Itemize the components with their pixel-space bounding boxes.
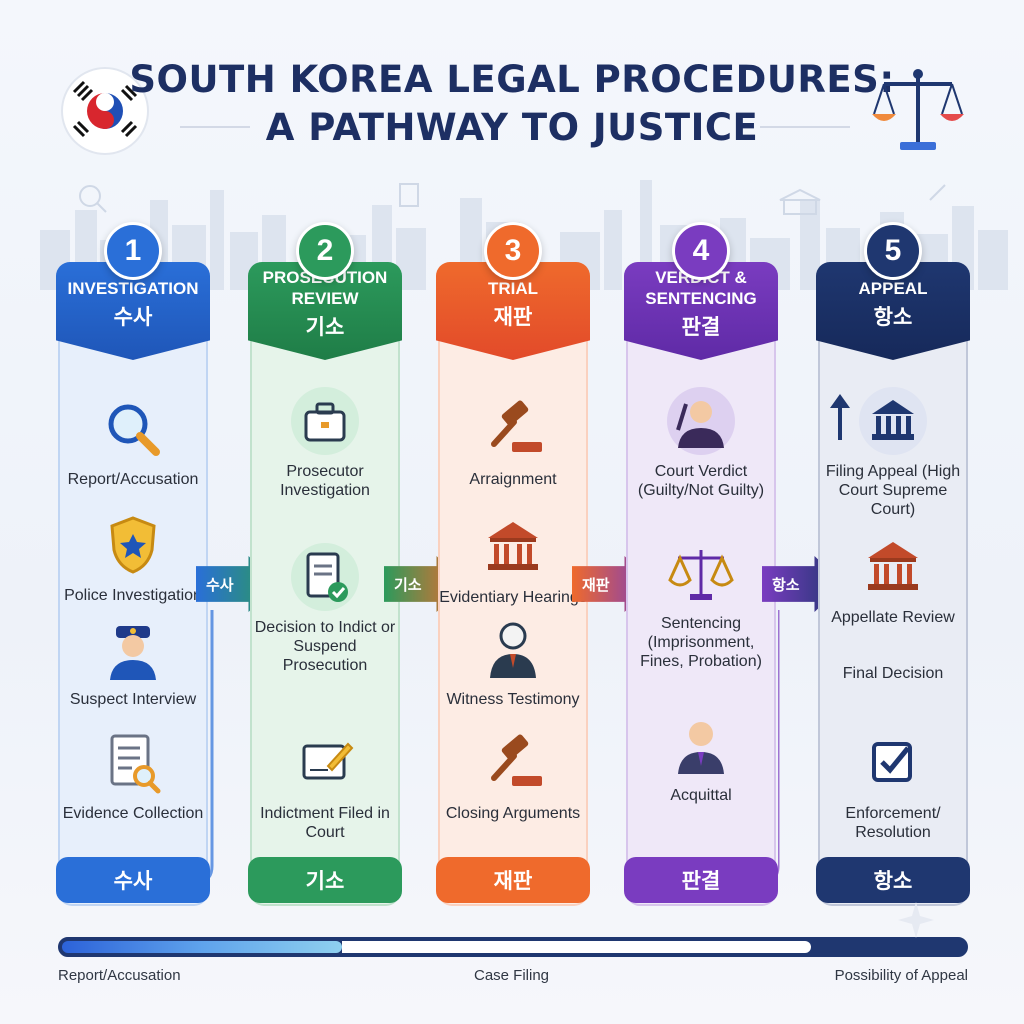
stage-2-footer-button[interactable]: 기소 — [248, 857, 402, 903]
stage-2-number-badge: 2 — [296, 222, 354, 280]
stage-5-step-2: Appellate Review — [818, 530, 968, 627]
stage-4-step-3: Acquittal — [626, 708, 776, 805]
courthouse-icon — [488, 522, 538, 570]
stage-4-connector-line — [778, 610, 780, 884]
stage-4-step-1: Court Verdict (Guilty/Not Guilty) — [626, 384, 776, 500]
scales-of-justice-icon — [872, 69, 964, 150]
stage-4-step-3-label: Acquittal — [670, 787, 732, 804]
stage-5-footer-button[interactable]: 항소 — [816, 857, 970, 903]
stage-1-title-ko: 수사 — [113, 305, 153, 329]
scales-icon — [668, 550, 734, 600]
witness-person-icon — [490, 622, 536, 678]
judge-icon — [667, 387, 735, 455]
stage-1-number-badge: 1 — [104, 222, 162, 280]
stage-1-step-1-label: Report/Accusation — [67, 471, 199, 488]
stage-5-step-1: Filing Appeal (High Court Supreme Court) — [818, 384, 968, 519]
stage-1-step-3-label: Suspect Interview — [69, 691, 197, 708]
progress-remaining — [342, 941, 811, 953]
title-line-1: SOUTH KOREA LEGAL PROCEDURES: — [129, 58, 895, 101]
stage-2-step-3-label: Indictment Filed in Court — [260, 805, 390, 841]
stage-3-step-1: Arraignment — [438, 392, 588, 489]
stage-3-step-3: Witness Testimony — [438, 612, 588, 709]
progress-end-label: Possibility of Appeal — [834, 967, 968, 984]
stage-4-footer-button[interactable]: 판결 — [624, 857, 778, 903]
stage-1-step-4: Evidence Collection — [58, 726, 208, 823]
checkbox-icon — [872, 742, 912, 782]
checked-document-icon — [291, 543, 359, 611]
stage-2-step-1-label: Prosecutor Investigation — [280, 463, 370, 499]
stage-2-step-2-label: Decision to Indict or Suspend Prosecutio… — [254, 619, 396, 674]
stage-5-step-1-label: Filing Appeal (High Court Supreme Court) — [825, 463, 961, 518]
stage-4-number-badge: 4 — [672, 222, 730, 280]
stage-1-step-2: Police Investigation — [58, 508, 208, 605]
signing-document-icon — [302, 742, 354, 780]
magnifying-glass-icon — [108, 404, 160, 456]
stage-4-step-1-label: Court Verdict (Guilty/Not Guilty) — [637, 463, 765, 499]
high-court-icon — [859, 387, 927, 455]
stage-4-title-ko: 판결 — [681, 316, 721, 339]
sparkle-icon — [898, 902, 934, 938]
stage-4-step-2: Sentencing (Imprisonment, Fines, Probati… — [626, 536, 776, 671]
stage-3-number-badge: 3 — [484, 222, 542, 280]
stage-5-number-badge: 5 — [864, 222, 922, 280]
stage-3-step-1-label: Arraignment — [469, 471, 557, 488]
progress-fill — [62, 941, 342, 953]
stage-3-step-4: Closing Arguments — [438, 726, 588, 823]
stage-1-footer-button[interactable]: 수사 — [56, 857, 210, 903]
stage-5-step-3: Final Decision — [818, 660, 968, 683]
stage-1-title: INVESTIGATION — [67, 278, 199, 298]
stage-2-step-1: Prosecutor Investigation — [250, 384, 400, 500]
stage-4-step-2-label: Sentencing (Imprisonment, Fines, Probati… — [640, 615, 762, 670]
stage-3-title: TRIAL — [487, 278, 539, 298]
stage-3-title-ko: 재판 — [493, 305, 533, 329]
gavel-icon — [491, 734, 542, 786]
stage-1-step-4-label: Evidence Collection — [62, 805, 204, 822]
briefcase-icon — [291, 387, 359, 455]
stage-5-step-4: Enforcement/ Resolution — [818, 726, 968, 842]
stage-5-title: APPEAL — [858, 278, 928, 298]
police-officer-icon — [110, 626, 156, 680]
stage-5-step-2-label: Appellate Review — [831, 609, 955, 626]
title-rule-left — [180, 126, 250, 128]
gavel-icon — [491, 400, 542, 452]
stage-3-step-2-label: Evidentiary Hearings — [439, 589, 587, 606]
stage-1-step-1: Report/Accusation — [58, 392, 208, 489]
stage-5-title-ko: 항소 — [873, 305, 913, 329]
stage-5-step-3-label: Final Decision — [842, 665, 944, 682]
stage-2-connector-line — [402, 600, 416, 890]
title-rule-right — [760, 126, 850, 128]
stage-3-step-2: Evidentiary Hearings — [438, 510, 588, 607]
stage-1-step-2-label: Police Investigation — [64, 587, 202, 604]
stage-1-connector-line — [210, 610, 214, 884]
stage-3-step-4-label: Closing Arguments — [445, 805, 581, 822]
stage-1-step-3: Suspect Interview — [58, 612, 208, 709]
stage-2-step-2: Decision to Indict or Suspend Prosecutio… — [250, 540, 400, 675]
courthouse-icon — [868, 542, 918, 590]
stage-3-footer-button[interactable]: 재판 — [436, 857, 590, 903]
acquitted-person-icon — [678, 722, 724, 774]
police-badge-icon — [110, 516, 156, 574]
progress-mid-label: Case Filing — [474, 967, 550, 984]
page-title: SOUTH KOREA LEGAL PROCEDURES: A PATHWAY … — [0, 56, 1024, 152]
stage-2-header: PROSECUTION REVIEW 기소 — [248, 262, 402, 360]
stage-3-step-3-label: Witness Testimony — [446, 691, 580, 708]
korean-flag-icon — [61, 67, 149, 155]
evidence-document-icon — [110, 734, 161, 794]
title-line-2: A PATHWAY TO JUSTICE — [265, 106, 759, 149]
stage-5-step-4-label: Enforcement/ Resolution — [845, 805, 941, 841]
up-arrow-icon — [830, 394, 850, 440]
stage-3-connector-line — [590, 600, 604, 890]
stage-2-title-ko: 기소 — [305, 316, 345, 339]
stage-2-step-3: Indictment Filed in Court — [250, 726, 400, 842]
progress-start-label: Report/Accusation — [58, 967, 181, 984]
